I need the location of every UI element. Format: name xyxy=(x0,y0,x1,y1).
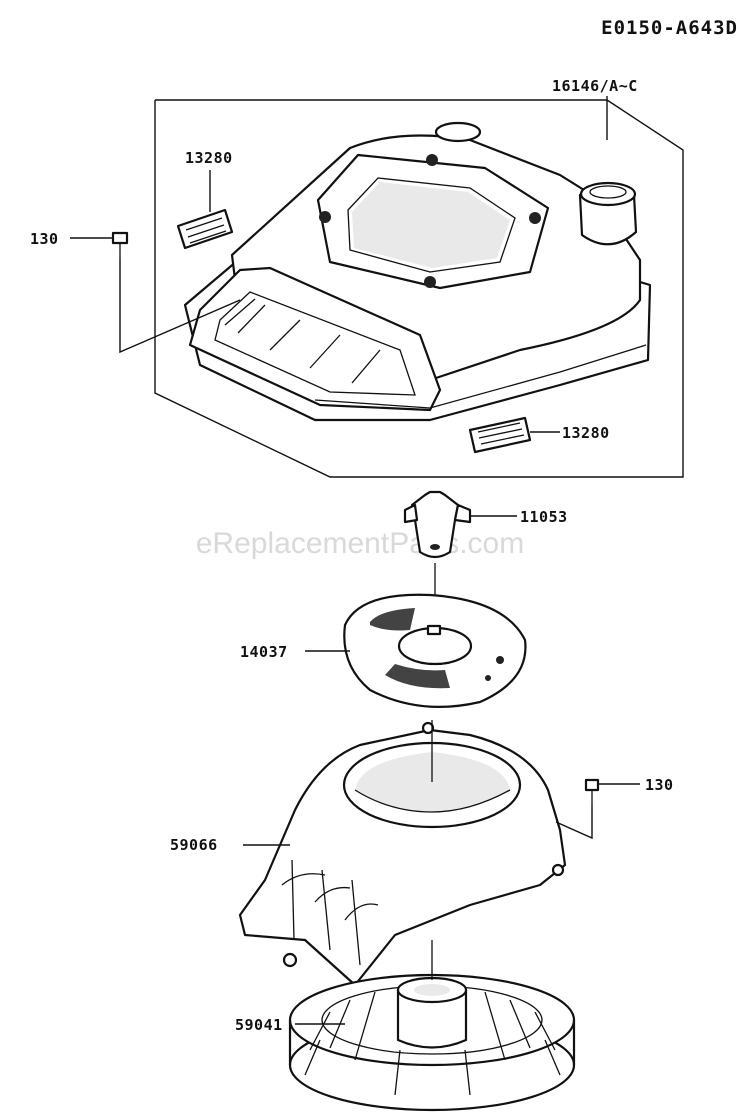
rubber-pad-bottom-part[interactable] xyxy=(468,416,532,454)
tank-screw-hole xyxy=(424,276,436,288)
leader-bolt-left-to-tank xyxy=(119,258,241,354)
leader-bolt-right-to-housing xyxy=(555,805,593,840)
callout-bolt-right: 130 xyxy=(645,776,674,794)
callout-bolt-left: 130 xyxy=(30,230,59,248)
bolt-right-part[interactable] xyxy=(584,778,600,805)
callout-pad-bottom: 13280 xyxy=(562,424,610,442)
watermark-text: eReplacementParts.com xyxy=(196,527,524,560)
callout-bracket: 11053 xyxy=(520,508,568,526)
tank-screw-hole xyxy=(319,211,331,223)
bracket-part[interactable] xyxy=(403,490,472,559)
fan-housing-part[interactable] xyxy=(238,721,567,987)
callout-tank: 16146/A~C xyxy=(552,77,638,95)
tank-screw-hole xyxy=(426,154,438,166)
fuel-cap-icon xyxy=(578,181,638,246)
rotating-screen-part[interactable] xyxy=(343,593,527,708)
bolt-left-part[interactable] xyxy=(111,231,129,258)
callout-housing: 59066 xyxy=(170,836,218,854)
tank-screw-hole xyxy=(529,212,541,224)
callout-screen: 14037 xyxy=(240,643,288,661)
diagram-reference-code: E0150-A643D xyxy=(601,17,738,39)
fuel-tank-part[interactable] xyxy=(183,121,652,422)
callout-fan: 59041 xyxy=(235,1016,283,1034)
callout-pad-top: 13280 xyxy=(185,149,233,167)
cooling-fan-part[interactable] xyxy=(288,973,576,1112)
rubber-pad-top-part[interactable] xyxy=(176,208,234,250)
